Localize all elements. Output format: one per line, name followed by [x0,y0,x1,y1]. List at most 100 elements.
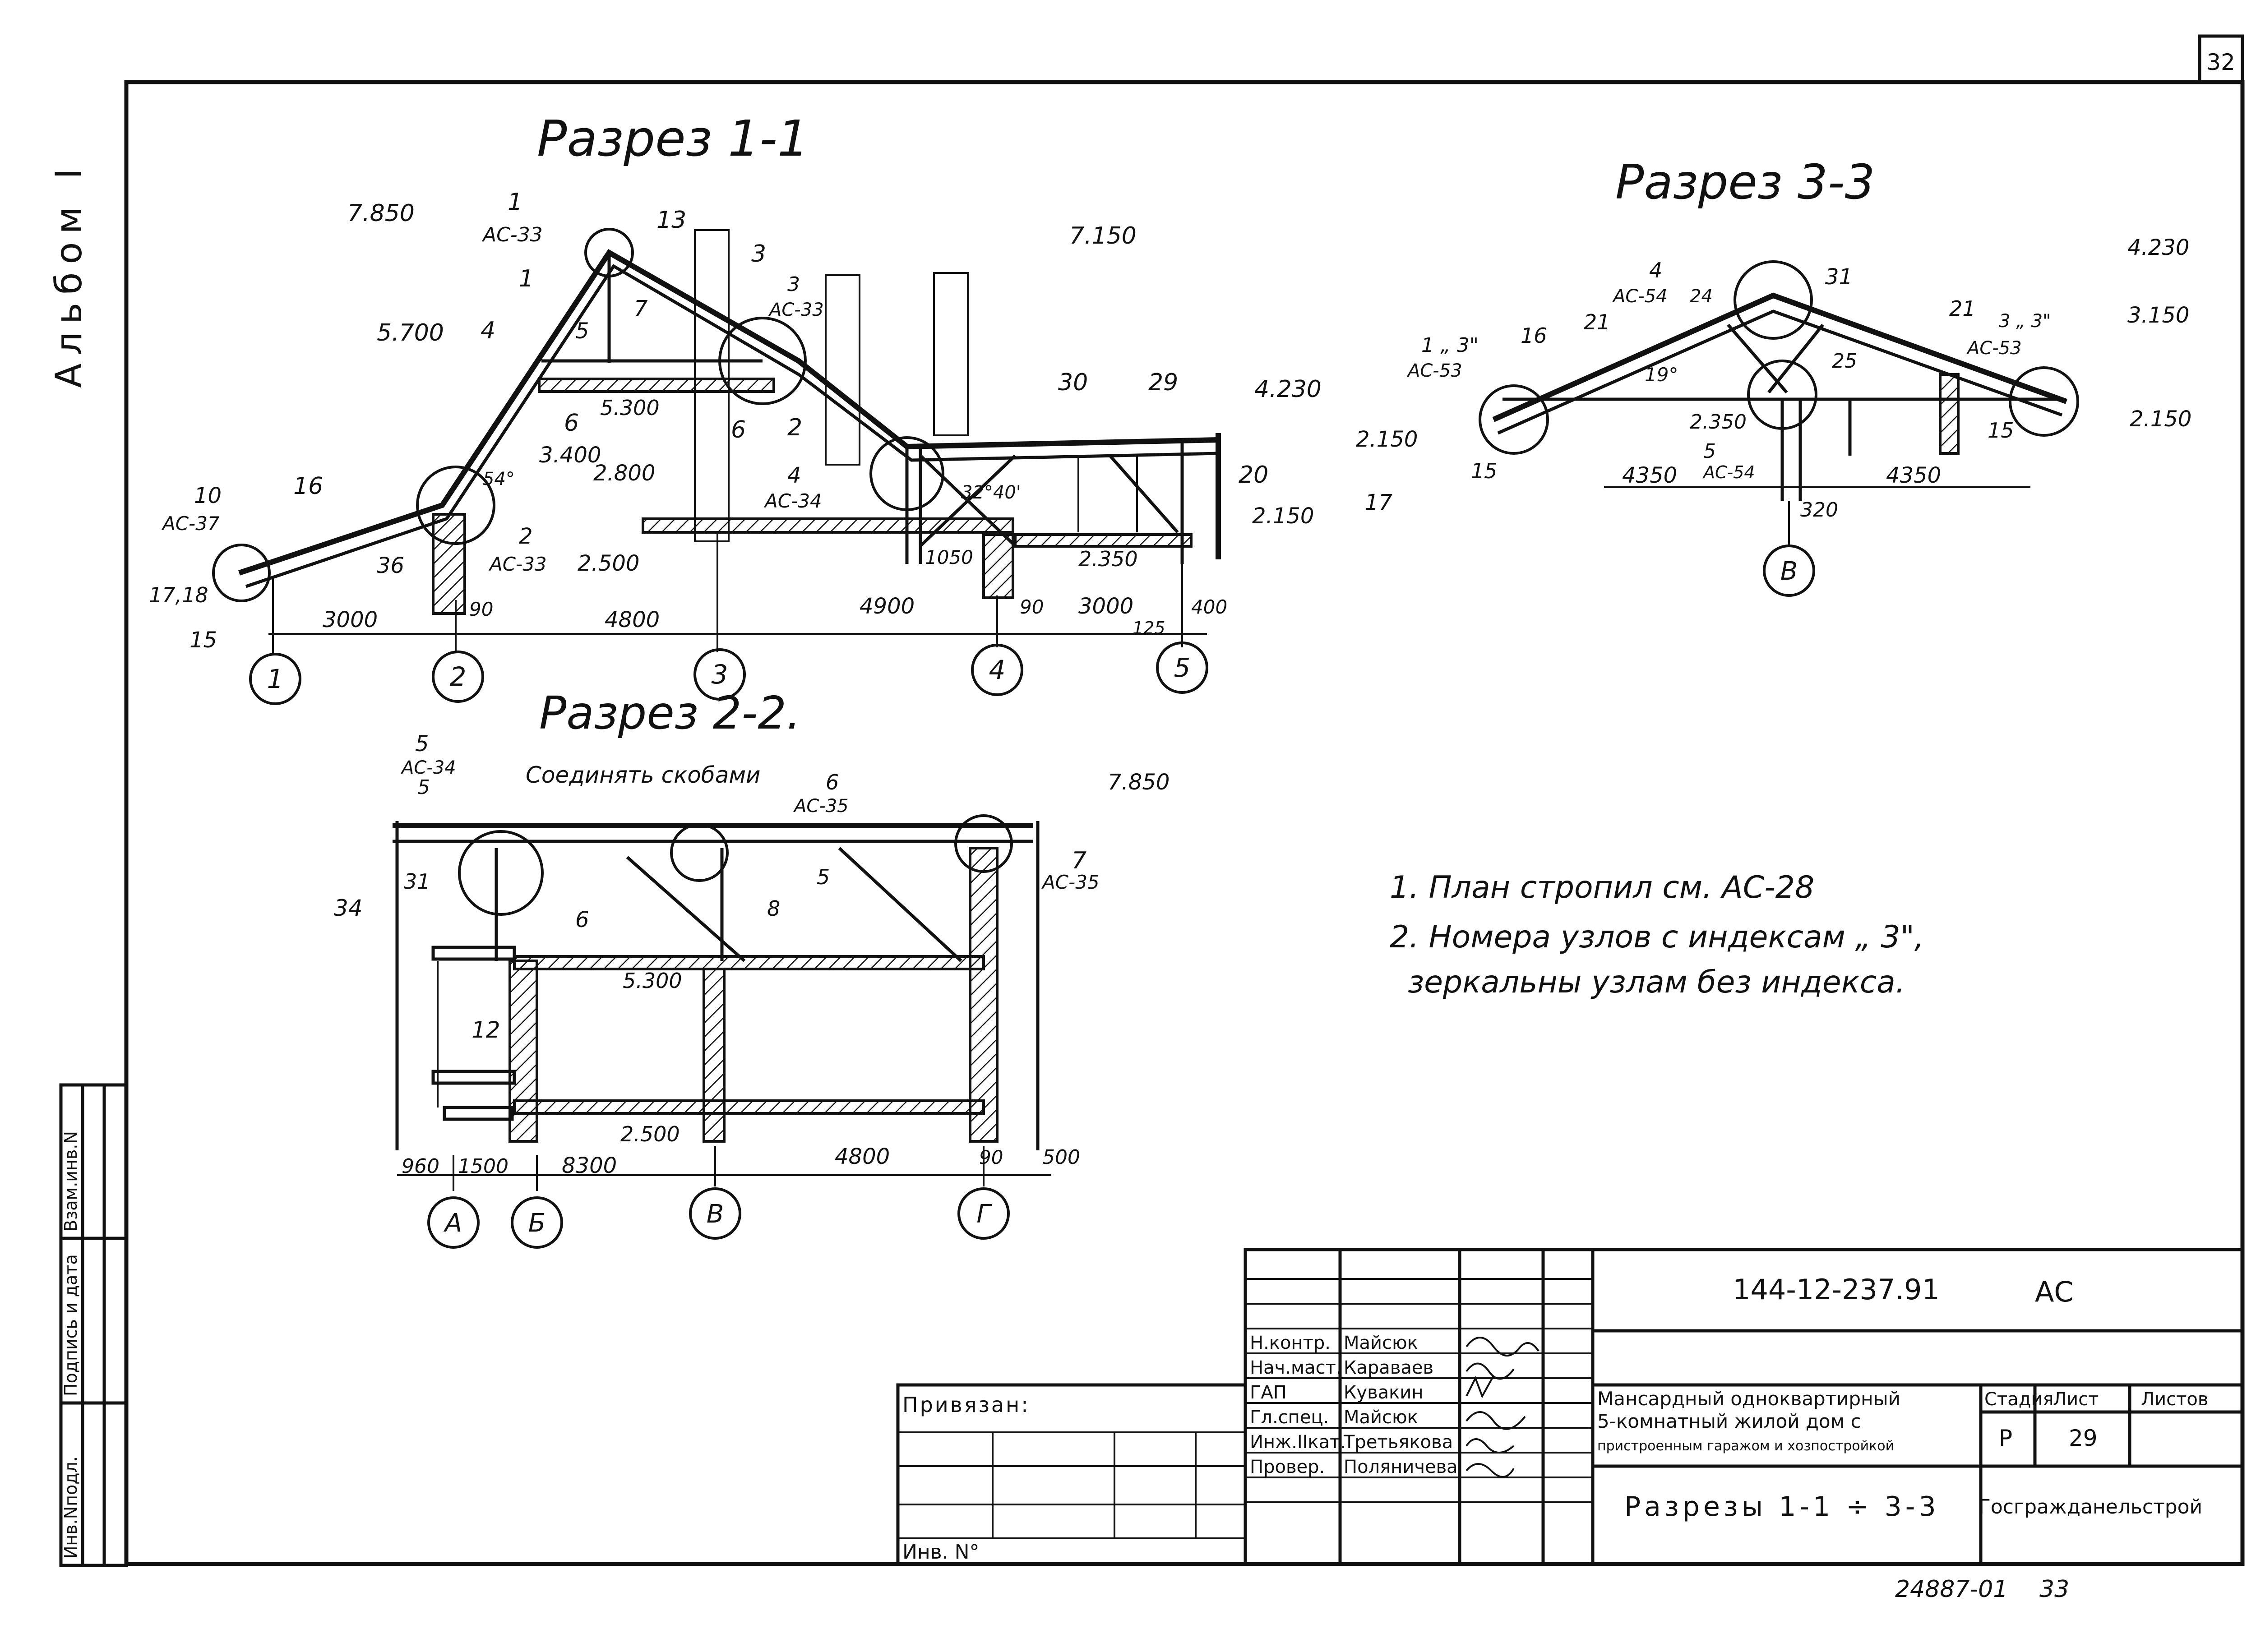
general-notes: 1. План стропил см. АС-28 2. Номера узло… [1390,870,1924,1000]
note-line-2: 2. Номера узлов с индексам „ 3", [1390,919,1924,955]
s11-axis-4: 4 [989,655,1006,685]
role-4: Гл.спец. [1250,1407,1329,1428]
s11-node-6b: 6 [731,416,746,443]
s33-node-17: 17 [1365,490,1393,515]
s22-node-5-ref: АС-34 [400,757,456,778]
s11-node-1718: 17,18 [149,583,208,607]
s22-node-6b: 6 [575,907,589,932]
s22-node-5: 5 [415,731,429,757]
page-number-box [2198,34,2244,84]
s22-axis-a: А [444,1209,462,1238]
doc-code: 144-12-237.91 [1733,1273,1940,1306]
signature-scribble [1465,1463,1515,1478]
s11-dim-125: 125 [1133,618,1165,638]
s11-elev-2800: 2.800 [593,461,655,486]
s11-node-13: 13 [656,207,686,234]
name-6: Поляничева [1344,1457,1458,1477]
name-2: Караваев [1344,1357,1433,1378]
s11-node-2b: 2 [519,524,533,549]
project-line-3: пристроенным гаражом и хозпостройкой [1597,1438,1894,1454]
s22-node-6: 6 [826,770,839,794]
s11-node-2: 2 [787,414,802,441]
s33-node-4-ref: АС-54 [1612,286,1668,307]
s22-node-7-ref: АС-35 [1041,871,1100,893]
project-line-1: Мансардный одноквартирный [1597,1388,1900,1410]
strip-inv-label: Инв.Nподл. [61,1456,81,1559]
s11-node-5: 5 [575,318,589,344]
s11-node-2-ref: АС-33 [488,553,547,575]
s11-node-36: 36 [377,553,404,578]
s11-dim-400: 400 [1191,596,1227,618]
s11-dim-3000b: 3000 [1078,594,1133,619]
s11-node-29: 29 [1148,369,1178,396]
s11-elev-5300: 5.300 [600,396,660,420]
s22-elev-7850: 7.850 [1108,770,1170,795]
s22-connect-note: Соединять скобами [526,762,761,788]
s33-node-5-ref: АС-54 [1702,462,1755,482]
s22-node-5c: 5 [817,865,830,889]
signature-scribble [1465,1362,1515,1380]
name-1: Майсюк [1344,1333,1418,1353]
album-label: Альбом I [48,160,90,388]
s11-node-3-ref: АС-33 [768,300,824,320]
name-4: Майсюк [1344,1407,1418,1428]
s11-node-3: 3 [751,240,766,268]
s11-angle-32: 32°40' [961,482,1021,503]
section-2-2-title: Разрез 2-2. [539,687,801,739]
s22-dim-500: 500 [1042,1146,1080,1169]
s11-axis-3: 3 [712,659,728,690]
role-3: ГАП [1250,1382,1287,1403]
stage-value: Р [1999,1425,2012,1451]
s11-node-6: 6 [564,410,579,437]
s22-dim-4800: 4800 [835,1144,890,1169]
s11-elev-7150: 7.150 [1069,222,1137,249]
s11-elev-7850: 7.850 [347,200,415,227]
s11-angle-54: 54° [483,469,515,489]
sheet-title: Разрезы 1-1 ÷ 3-3 [1624,1491,1940,1523]
s11-dim-1050: 1050 [925,546,973,568]
project-line-2: 5-комнатный жилой дом с [1597,1410,1861,1432]
s33-elev-2150b: 2.150 [1356,427,1418,452]
section-2-2: Разрез 2-2. 5 АС-34 5 Соединять скобами … [334,687,1170,1249]
organization: Госгражданельстрой [1979,1495,2202,1518]
s11-dim-4800: 4800 [605,607,660,632]
s11-node-3b: 3 [787,273,800,296]
left-approval-strip: Инв.Nподл. Подпись и дата Взам.инв.N [59,1083,128,1567]
s33-elev-2350: 2.350 [1690,411,1747,434]
s33-node-15b: 15 [1988,418,2014,443]
s11-node-15: 15 [190,628,217,653]
s11-dim-90a: 90 [469,598,493,620]
s33-angle-19: 19° [1645,364,1678,386]
s11-node-4b: 4 [787,463,801,488]
s11-node-1b: 1 [519,265,534,292]
s33-node-15a: 15 [1471,459,1498,483]
s33-dim-4350a: 4350 [1622,463,1677,488]
strip-replace-label: Взам.инв.N [61,1131,81,1232]
section-1-1-title: Разрез 1-1 [537,110,809,167]
s11-node-4-ref: АС-34 [763,490,822,512]
sheet-label: Лист [2053,1389,2099,1410]
s33-dim-4350b: 4350 [1886,463,1941,488]
s11-elev-2150: 2.150 [1252,503,1314,529]
sheets-label: Листов [2141,1389,2208,1410]
s11-node-10-ref: АС-37 [161,512,220,535]
s11-elev-2350: 2.350 [1078,547,1138,571]
s11-axis-5: 5 [1174,652,1191,683]
privyazan-label: Привязан: [902,1393,1030,1417]
role-5: Инж.IIкат. [1250,1432,1346,1453]
s11-node-20: 20 [1239,461,1268,489]
name-3: Кувакин [1344,1382,1423,1403]
s33-node-13-ref: АС-53 [1406,360,1462,381]
s22-dim-1500: 1500 [458,1155,509,1178]
s33-node-16: 16 [1521,323,1547,348]
signature-scribble [1465,1337,1539,1357]
s22-axis-v: В [707,1200,724,1229]
s11-dim-90b: 90 [1020,596,1044,618]
s11-dim-4900: 4900 [860,594,915,619]
signature-scribble [1465,1375,1494,1398]
name-5: Третьякова [1343,1432,1453,1453]
note-line-1: 1. План стропил см. АС-28 [1390,870,1814,905]
s22-node-31: 31 [404,869,430,894]
s11-node-30: 30 [1058,369,1088,396]
s33-node-5: 5 [1703,440,1716,463]
